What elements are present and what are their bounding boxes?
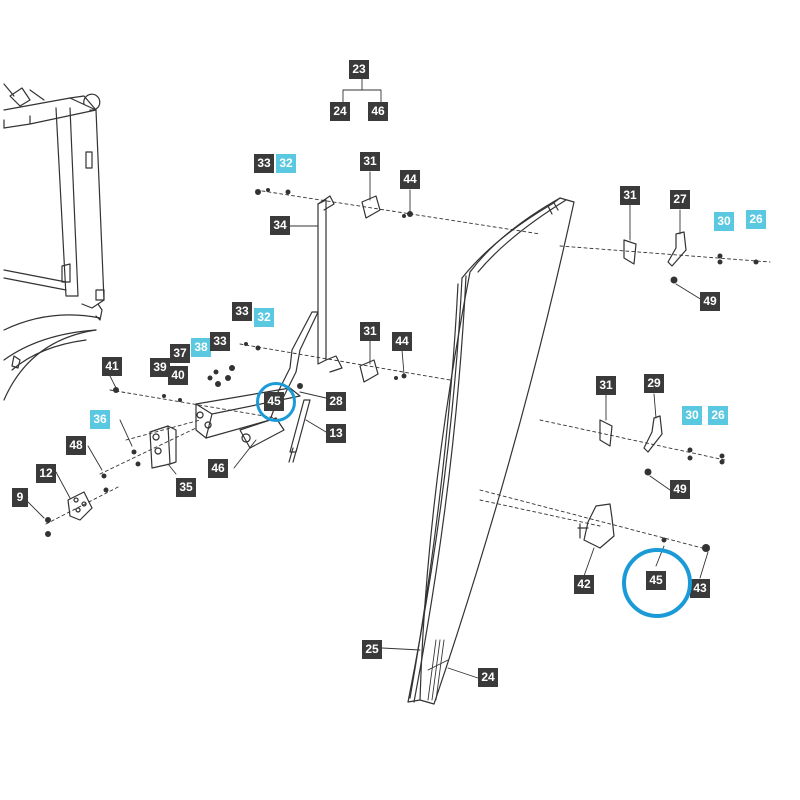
callout-48: 48 [66,436,86,455]
lower-hinge-linkage [149,311,319,469]
callout-49: 49 [700,292,720,311]
callout-24: 24 [478,668,498,687]
highlight-ring-large [622,548,692,618]
callout-25: 25 [362,640,382,659]
callout-36: 36 [90,410,110,429]
handle-plates [359,195,381,383]
gas-strut [288,399,311,463]
callout-31: 31 [360,322,380,341]
glass-door-panel [407,197,575,705]
callout-31: 31 [596,376,616,395]
door-handle-bar [317,195,343,373]
latch-plate [67,491,93,521]
hinge-bracket-upper [623,231,687,267]
callout-37: 37 [170,344,190,363]
callout-31: 31 [360,152,380,171]
callout-30: 30 [714,212,734,231]
callout-35: 35 [176,478,196,497]
callout-24: 24 [330,102,350,121]
callout-34: 34 [270,216,290,235]
callout-13: 13 [326,424,346,443]
callout-40: 40 [168,366,188,385]
callout-33: 33 [254,154,274,173]
callout-23: 23 [349,60,369,79]
callout-33: 33 [210,332,230,351]
callout-46: 46 [208,459,228,478]
callout-46: 46 [368,102,388,121]
callout-44: 44 [392,332,412,351]
callout-28: 28 [326,392,346,411]
callout-39: 39 [150,358,170,377]
callout-49: 49 [670,480,690,499]
callout-12: 12 [36,464,56,483]
callout-9: 9 [12,488,28,507]
callout-44: 44 [400,170,420,189]
callout-32: 32 [254,308,274,327]
callout-26: 26 [708,406,728,425]
callout-41: 41 [102,357,122,376]
callout-31: 31 [620,186,640,205]
fasteners [45,188,759,552]
callout-33: 33 [232,302,252,321]
callout-43: 43 [690,579,710,598]
hinge-bracket-lower [599,415,663,453]
callout-42: 42 [574,575,594,594]
callout-26: 26 [746,210,766,229]
callout-30: 30 [682,406,702,425]
assembly-axes [45,189,771,551]
callout-38: 38 [191,338,211,357]
lock-body [577,503,615,549]
callout-32: 32 [276,154,296,173]
callout-29: 29 [644,374,664,393]
highlight-ring-small [256,382,296,422]
cab-frame [3,83,105,401]
callout-27: 27 [670,190,690,209]
